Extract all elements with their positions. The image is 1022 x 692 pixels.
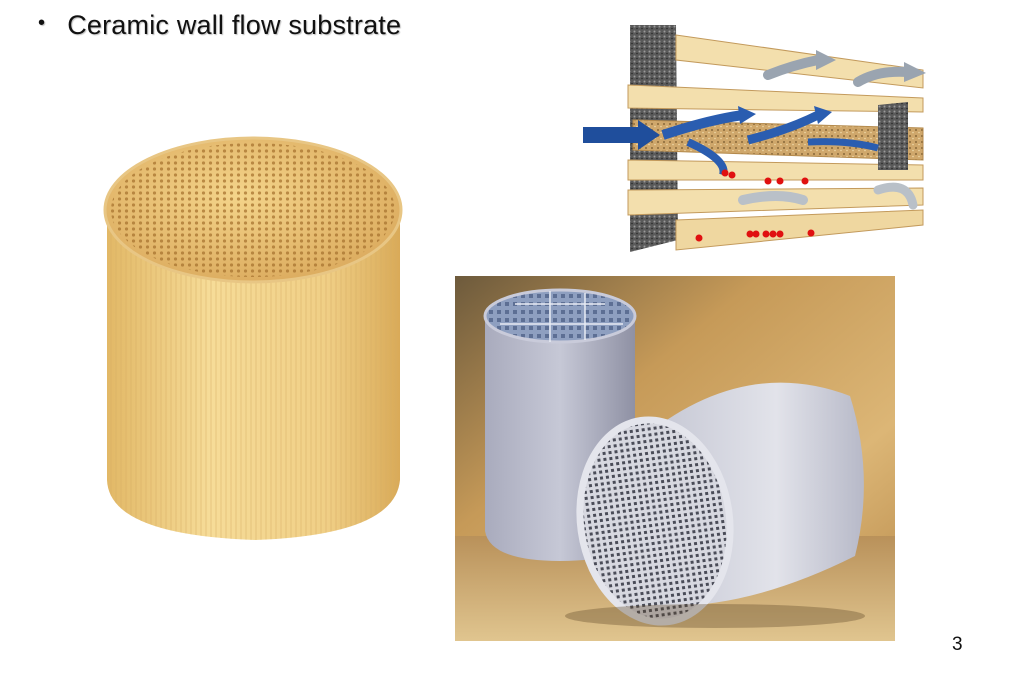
bullet-icon: • [38,12,46,34]
wall-flow-filter-cutaway-diagram [578,20,938,252]
bullet-item: • Ceramic wall flow substrate [38,10,401,41]
bullet-text: Ceramic wall flow substrate [67,10,402,40]
cordierite-honeycomb-cylinder-photo [95,130,415,550]
page-number: 3 [952,634,963,655]
silicon-carbide-substrates-photo [455,276,895,641]
